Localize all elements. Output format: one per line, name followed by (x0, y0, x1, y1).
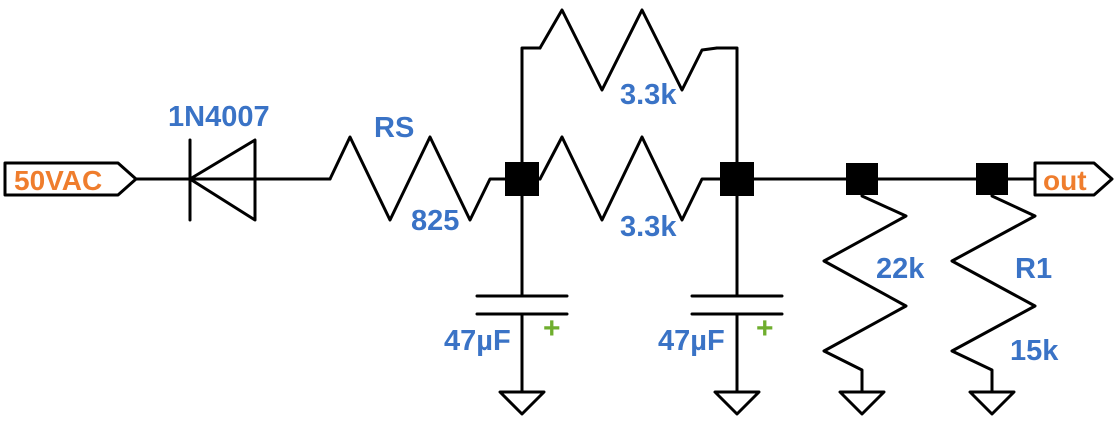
capacitor-c1: 47µF + (444, 177, 569, 416)
resistor-mid-zigzag (538, 135, 739, 222)
resistor-rs-name: RS (374, 112, 414, 144)
capacitor-c1-value: 47µF (444, 325, 511, 357)
ground-c2-icon (713, 390, 761, 416)
capacitor-c1-polarity: + (543, 312, 561, 345)
junction-node-3 (846, 163, 878, 195)
resistor-22k-value: 22k (876, 253, 925, 285)
input-port-shape (3, 161, 138, 197)
resistor-rs-value: 825 (411, 205, 459, 237)
resistor-top-zigzag (538, 8, 719, 92)
resistor-rs-zigzag (328, 135, 522, 222)
resistor-r1-name: R1 (1015, 253, 1052, 285)
wire-node1-top (520, 46, 542, 181)
resistor-top-value: 3.3k (620, 79, 677, 111)
resistor-22k: 22k (822, 177, 925, 416)
resistor-mid-value: 3.3k (620, 211, 677, 243)
resistor-r1-value: 15k (1010, 335, 1059, 367)
capacitor-c2: 47µF + (658, 177, 784, 416)
wire-top-node2 (715, 46, 739, 181)
resistor-r1-zigzag (950, 177, 1037, 394)
output-port-label: out (1043, 165, 1087, 196)
resistor-r1: R1 15k (950, 177, 1059, 416)
resistor-22k-zigzag (822, 177, 908, 394)
output-port-shape (1033, 161, 1114, 197)
junction-node-2 (720, 162, 754, 196)
resistor-rs: RS 825 (328, 112, 522, 237)
ground-r1-icon (968, 390, 1016, 416)
output-port: out (1033, 161, 1114, 197)
capacitor-c2-value: 47µF (658, 325, 725, 357)
junction-node-4 (976, 163, 1008, 195)
capacitor-c2-polarity: + (756, 312, 774, 345)
input-port: 50VAC (3, 161, 138, 197)
resistor-mid-3-3k: 3.3k (538, 135, 739, 243)
diode-label: 1N4007 (168, 101, 270, 133)
input-port-label: 50VAC (14, 165, 102, 196)
ground-22k-icon (838, 390, 886, 416)
resistor-top-3-3k: 3.3k (538, 8, 719, 111)
ground-c1-icon (498, 390, 546, 416)
junction-node-1 (505, 162, 539, 196)
diode-1n4007: 1N4007 (168, 101, 270, 222)
